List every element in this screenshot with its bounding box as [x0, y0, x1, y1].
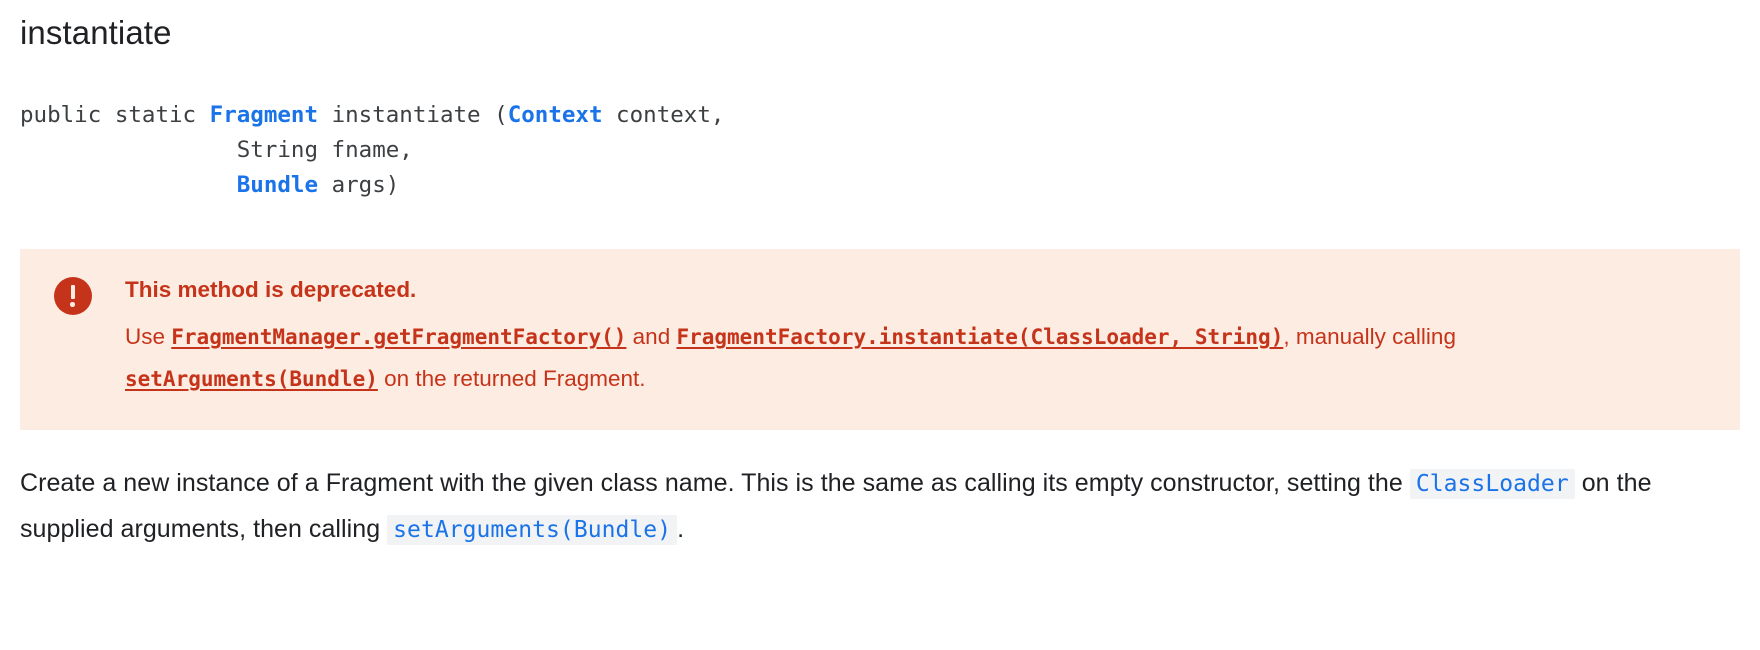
signature-param-type-bundle[interactable]: Bundle: [236, 172, 319, 198]
signature-modifiers: public static: [20, 102, 210, 128]
description-part-1: Create a new instance of a Fragment with…: [20, 469, 1410, 497]
alert-circle-icon: [53, 277, 92, 315]
signature-method-name: instantiate (: [318, 102, 508, 128]
link-fragmentfactory-instantiate[interactable]: FragmentFactory.instantiate(ClassLoader,…: [676, 325, 1284, 349]
deprecation-text-use: Use: [125, 324, 172, 349]
link-setarguments-bundle[interactable]: setArguments(Bundle): [125, 367, 378, 391]
link-fragmentmanager-getfragmentfactory[interactable]: FragmentManager.getFragmentFactory(): [171, 325, 627, 349]
deprecation-text-comma: ,: [1283, 324, 1290, 349]
banner-body: This method is deprecated. Use FragmentM…: [125, 275, 1740, 400]
banner-icon-cell: [20, 275, 125, 315]
deprecation-text: Use FragmentManager.getFragmentFactory()…: [125, 316, 1700, 400]
signature-param-line-string: String fname,: [20, 137, 413, 163]
signature-param-name-args: args): [318, 172, 400, 198]
deprecation-text-manually-calling: manually calling: [1295, 324, 1456, 349]
deprecation-heading: This method is deprecated.: [125, 277, 417, 302]
signature-indent: [20, 172, 237, 198]
deprecation-text-returned-fragment: on the returned Fragment.: [377, 366, 646, 391]
method-description: Create a new instance of a Fragment with…: [20, 461, 1740, 553]
signature-param-name-context: context,: [602, 102, 725, 128]
method-signature: public static Fragment instantiate (Cont…: [20, 98, 1740, 203]
signature-param-type-context[interactable]: Context: [507, 102, 603, 128]
description-part-3: .: [677, 515, 685, 543]
page-title: instantiate: [20, 14, 172, 51]
deprecation-text-and: and: [626, 324, 677, 349]
deprecation-banner: This method is deprecated. Use FragmentM…: [20, 249, 1740, 430]
signature-return-type[interactable]: Fragment: [209, 102, 319, 128]
inline-code-classloader: ClassLoader: [1409, 469, 1575, 499]
inline-code-setarguments: setArguments(Bundle): [387, 515, 678, 545]
description-part-2: on the supplied arguments, then calling: [20, 469, 1652, 543]
